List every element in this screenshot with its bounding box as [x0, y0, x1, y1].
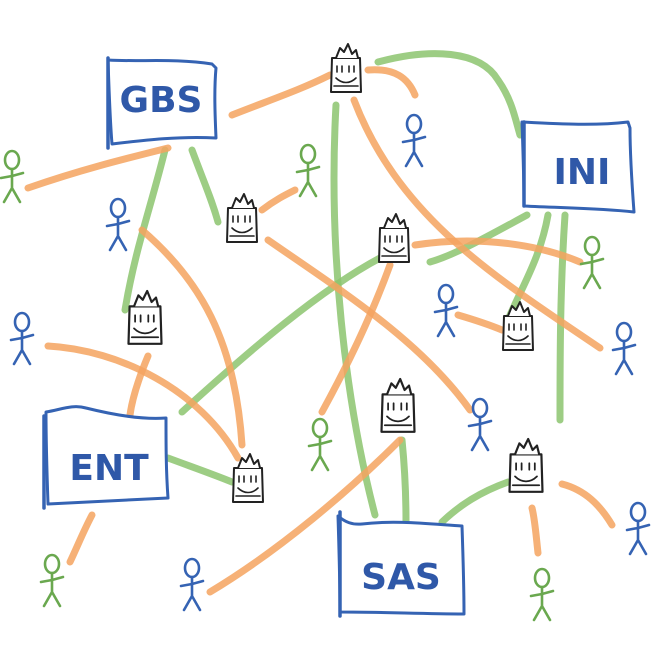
person-p2-icon [401, 113, 427, 168]
link-s4-ent [178, 254, 384, 416]
link-gbs-s2 [188, 146, 222, 226]
link-gbs-s1 [228, 71, 334, 119]
link-s8-p14 [528, 504, 542, 557]
link-s6-sas [398, 436, 410, 526]
server-s3-icon [127, 289, 163, 345]
org-label: GBS [120, 80, 203, 121]
person-p1-icon [0, 149, 25, 204]
server-s2-icon [226, 193, 258, 243]
person-p13-icon [625, 501, 651, 556]
org-label: INI [554, 152, 611, 193]
link-s8-p12 [558, 480, 616, 529]
link-s1-ini [374, 50, 524, 139]
person-p5-icon [39, 553, 65, 608]
person-p14-icon [529, 567, 555, 622]
org-ent: ENT [42, 405, 170, 510]
server-s6-icon [380, 377, 416, 433]
org-label: ENT [69, 448, 149, 489]
server-s8-icon [508, 437, 544, 493]
link-s2-p3 [258, 186, 299, 214]
person-p7-icon [179, 557, 205, 612]
orange-links [24, 66, 616, 596]
org-box [106, 58, 218, 146]
link-s1-sas [330, 101, 379, 519]
org-gbs: GBS [106, 56, 218, 150]
person-p4-icon [105, 197, 131, 252]
server-s1-icon [330, 43, 362, 93]
link-s3-ent [126, 352, 152, 419]
org-ini: INI [520, 120, 636, 214]
link-p6-s7 [44, 342, 242, 462]
link-s8-sas [438, 478, 512, 526]
link-p4-s7 [138, 226, 246, 449]
person-p3-icon [295, 143, 321, 198]
org-label: SAS [361, 557, 441, 598]
org-box [44, 405, 170, 506]
link-p10-s6 [206, 436, 404, 596]
server-s4-icon [378, 213, 410, 263]
person-p6-icon [9, 311, 35, 366]
link-ent-s7 [164, 454, 236, 486]
link-s4-p11 [411, 237, 584, 266]
person-p10-icon [467, 397, 493, 452]
link-ini-s5 [504, 211, 552, 324]
person-p8-icon [433, 283, 459, 338]
link-s4-p9 [318, 261, 394, 416]
server-s5-icon [502, 301, 534, 351]
link-p8-s5 [454, 311, 506, 334]
link-p1-gbs [24, 144, 172, 192]
link-ent-p5 [66, 511, 96, 566]
org-sas: SAS [336, 510, 466, 618]
person-p11-icon [579, 235, 605, 290]
link-s2-p13 [264, 236, 474, 414]
person-p12-icon [611, 321, 637, 376]
link-s1-p2 [364, 66, 419, 99]
person-p9-icon [307, 417, 333, 472]
